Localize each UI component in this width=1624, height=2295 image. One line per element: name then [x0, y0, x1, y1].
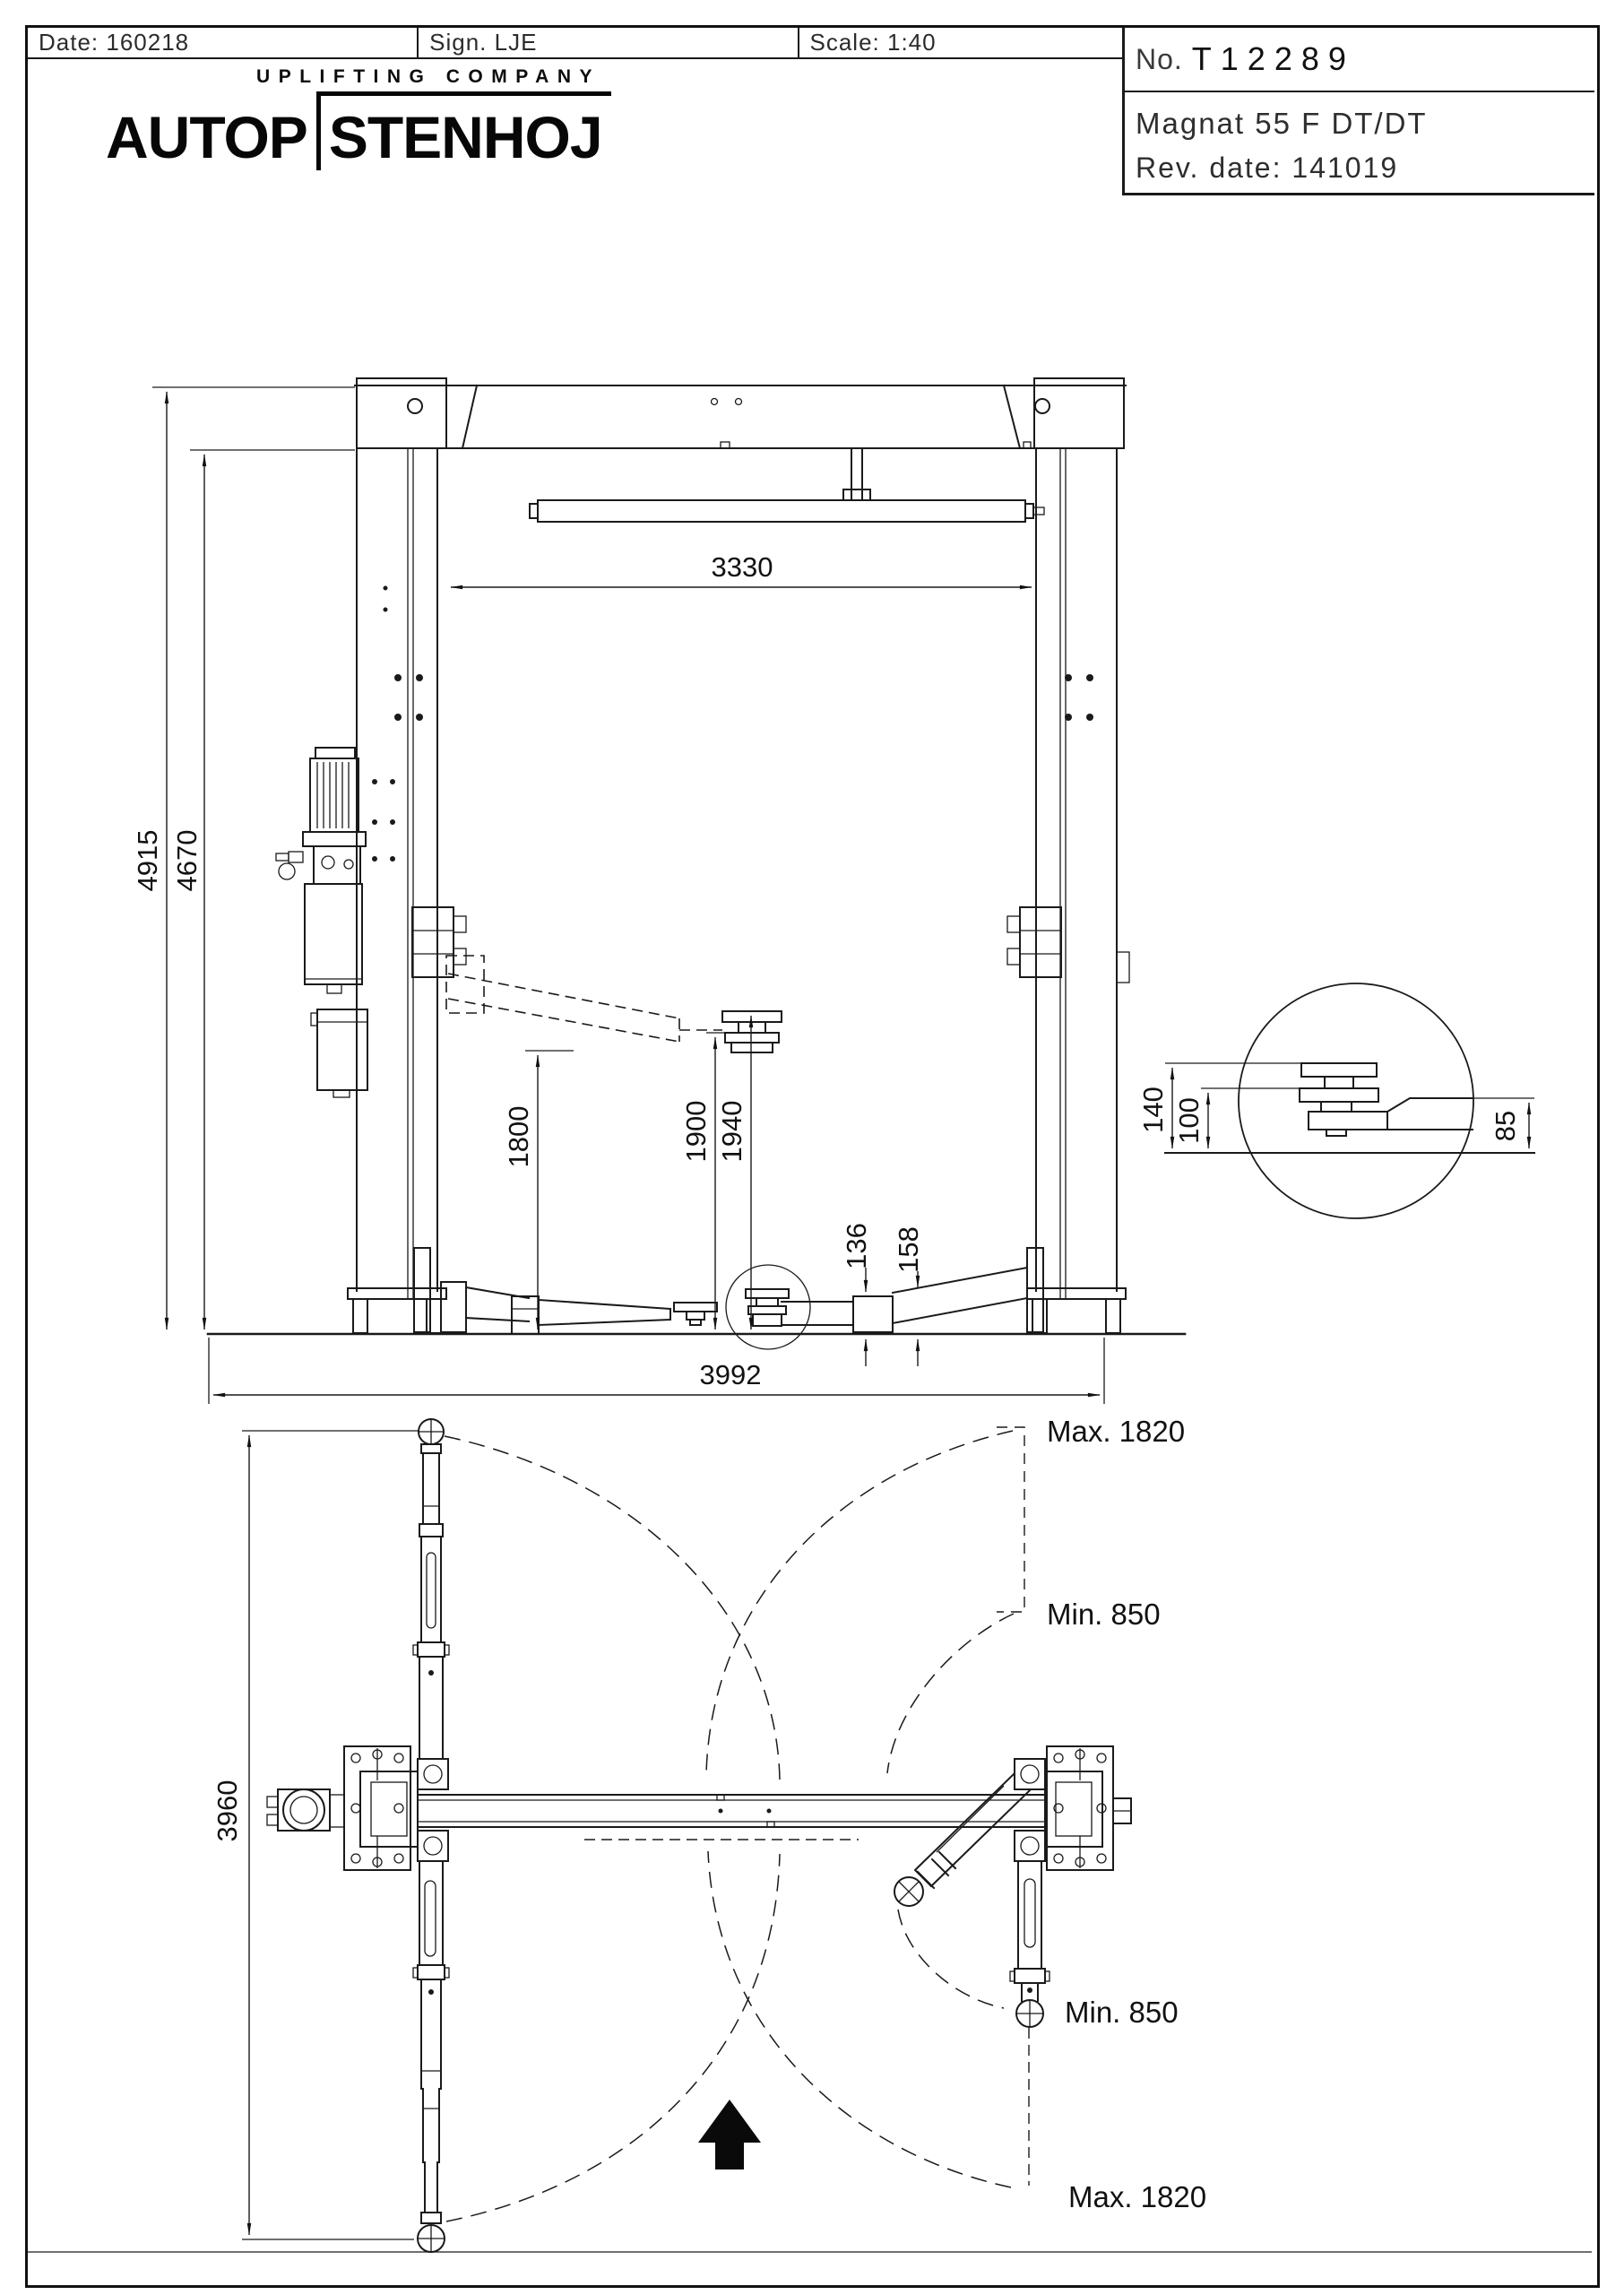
plan-left-arm-down — [412, 1860, 450, 2253]
title-date: Date: 160218 — [28, 28, 419, 57]
plan-right-arm-down — [1009, 1860, 1050, 2186]
company-logo: UPLIFTING COMPANY AUTOP STENHOJ — [106, 66, 611, 170]
beam-hole-right — [1034, 398, 1050, 414]
logo-name-left: AUTOP — [106, 104, 308, 170]
title-block: Date: 160218 Sign. LJE Scale: 1:40 — [28, 28, 1122, 59]
plan-motor — [277, 1788, 331, 1832]
left-carriage — [411, 906, 467, 978]
model-name: Magnat 55 F DT/DT — [1136, 107, 1428, 140]
revision-date: Rev. date: 141019 — [1136, 152, 1399, 184]
dim-total-height: 4915 — [132, 830, 163, 892]
plan-right-arm-diagonal — [894, 1772, 1032, 1907]
dim-clear-width: 3330 — [712, 551, 773, 583]
dim-136: 136 — [841, 1223, 872, 1269]
plan-left-arm-up — [412, 1418, 450, 1760]
label-reach-max-top: Max. 1820 — [1047, 1415, 1185, 1448]
drawing-number-row: No. T12289 — [1125, 28, 1594, 92]
title-sign: Sign. LJE — [419, 28, 799, 57]
front-view: 4915 4670 3330 1800 1900 1940 136 158 — [132, 377, 1187, 1404]
drawing-number-block: No. T12289 Magnat 55 F DT/DT Rev. date: … — [1122, 28, 1594, 195]
detail-reference-circle — [725, 1264, 811, 1350]
plan-left-post — [266, 1745, 449, 1871]
dim-85: 85 — [1490, 1111, 1521, 1141]
dim-total-width: 3992 — [700, 1359, 762, 1390]
logo-name: AUTOP STENHOJ — [106, 91, 611, 170]
dim-column-height: 4670 — [171, 830, 203, 892]
beam-hole-left — [407, 398, 423, 414]
swing-arcs — [444, 1426, 1025, 2222]
plan-crossbeam — [417, 1794, 1046, 1828]
logo-name-right: STENHOJ — [315, 91, 611, 170]
label-reach-max-bottom: Max. 1820 — [1068, 2180, 1206, 2213]
dim-1940: 1940 — [716, 1101, 747, 1163]
dim-1800: 1800 — [503, 1106, 534, 1168]
drawing-number-prefix: No. — [1136, 42, 1183, 75]
dim-1900: 1900 — [680, 1101, 712, 1163]
front-dimensions: 4915 4670 3330 1800 1900 1940 136 158 — [132, 386, 1105, 1404]
crossbeam — [354, 377, 1127, 450]
right-carriage — [1006, 906, 1062, 978]
label-reach-min-bottom: Min. 850 — [1065, 1996, 1179, 2029]
hydraulic-unit — [275, 747, 395, 994]
control-box — [310, 1009, 368, 1098]
right-post — [1026, 447, 1130, 1334]
raised-arm-dashed — [445, 955, 782, 1053]
plan-view: 3960 — [212, 1415, 1206, 2253]
plan-right-post — [1014, 1745, 1132, 1871]
dim-140: 140 — [1137, 1087, 1169, 1133]
detail-view: 140 100 85 — [1137, 983, 1535, 1219]
drive-in-arrow-icon — [698, 2100, 761, 2169]
dim-base-depth: 3960 — [212, 1780, 243, 1842]
drawing-number-value: T12289 — [1191, 40, 1355, 77]
title-scale: Scale: 1:40 — [809, 29, 937, 56]
light-bar — [529, 447, 1045, 523]
label-reach-min-top: Min. 850 — [1047, 1598, 1161, 1631]
dim-158: 158 — [893, 1226, 924, 1273]
dim-100: 100 — [1173, 1097, 1205, 1144]
sheet-border — [25, 25, 1600, 2288]
logo-tagline: UPLIFTING COMPANY — [256, 66, 600, 87]
